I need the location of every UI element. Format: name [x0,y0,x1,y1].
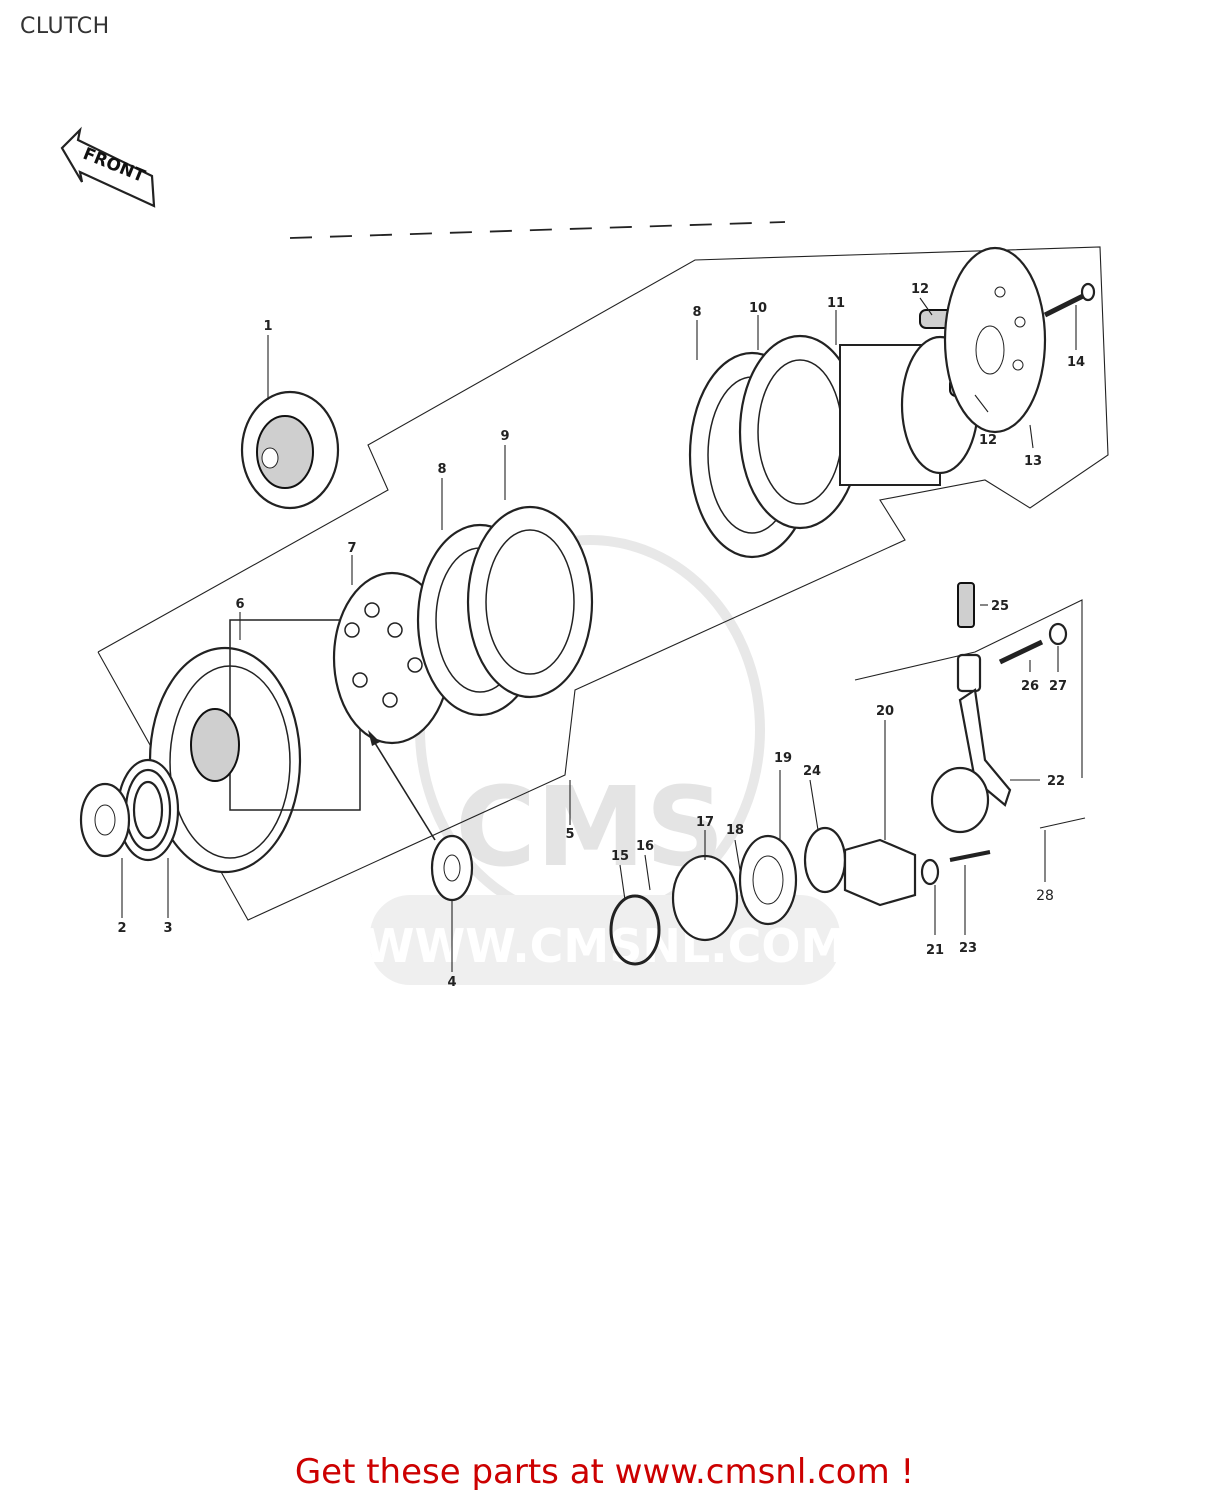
o-ring-part [803,826,847,894]
reference-dashed-line [289,221,786,239]
callout-9: 9 [500,429,509,444]
callout-6: 6 [235,597,244,612]
watermark-url: WWW.CMSNL.COM [364,919,847,973]
callout-12-top: 12 [911,282,929,297]
callout-28: 28 [1036,888,1054,904]
release-lever-part [930,653,1012,834]
callout-23: 23 [959,941,977,956]
callout-22: 22 [1047,774,1065,789]
callout-17: 17 [696,815,714,830]
screw-part [949,850,991,862]
washer-part [79,782,131,858]
lock-nut-part [1048,622,1068,646]
front-arrow-icon: FRONT [60,126,156,208]
callout-1: 1 [263,319,272,334]
callout-8-upper: 8 [692,305,701,320]
clutch-assembly-outline [97,246,1109,921]
oil-seal-part [671,854,739,942]
callout-18: 18 [726,823,744,838]
callout-14: 14 [1067,355,1085,370]
callout-24: 24 [803,764,821,779]
callout-labels: 1 2 3 4 5 6 7 8 8 9 10 11 12 12 13 14 15… [117,282,1085,990]
leader-lines [121,297,1077,972]
callout-11: 11 [827,296,845,311]
circlip-part [609,894,661,966]
callout-13: 13 [1024,454,1042,469]
callout-16: 16 [636,839,654,854]
callout-7: 7 [347,541,356,556]
footer-promo-link[interactable]: Get these parts at www.cmsnl.com ! [294,1452,915,1492]
callout-15: 15 [611,849,629,864]
washer-small-part [920,858,940,886]
callout-10: 10 [749,301,767,316]
page-title: CLUTCH [20,14,110,39]
callout-4: 4 [447,975,456,990]
callout-21: 21 [926,943,944,958]
callout-20: 20 [876,704,894,719]
steel-plate-upper-part [738,334,862,530]
release-housing-part [843,838,917,907]
primary-gear-part [240,390,340,510]
callout-3: 3 [163,921,172,936]
bolt-part [1043,282,1096,318]
callout-2: 2 [117,921,126,936]
spring-part [116,758,180,862]
callout-25: 25 [991,599,1009,614]
callout-5: 5 [565,827,574,842]
callout-12-bottom: 12 [979,433,997,448]
callout-19: 19 [774,751,792,766]
clutch-housing-part [148,619,361,874]
callout-8-lower: 8 [437,462,446,477]
callout-27: 27 [1049,679,1067,694]
release-assembly-outline [854,599,1083,778]
gasket-part [738,834,798,926]
thrust-washer-part [430,834,474,902]
assembly-arrow [369,734,436,841]
steel-plate-lower-part [466,505,594,699]
return-spring-part [957,582,975,628]
watermark-mark: CMS [455,763,724,891]
callout-26: 26 [1021,679,1039,694]
pressure-plate-part [943,246,1047,434]
adjuster-screw-part [998,639,1044,665]
